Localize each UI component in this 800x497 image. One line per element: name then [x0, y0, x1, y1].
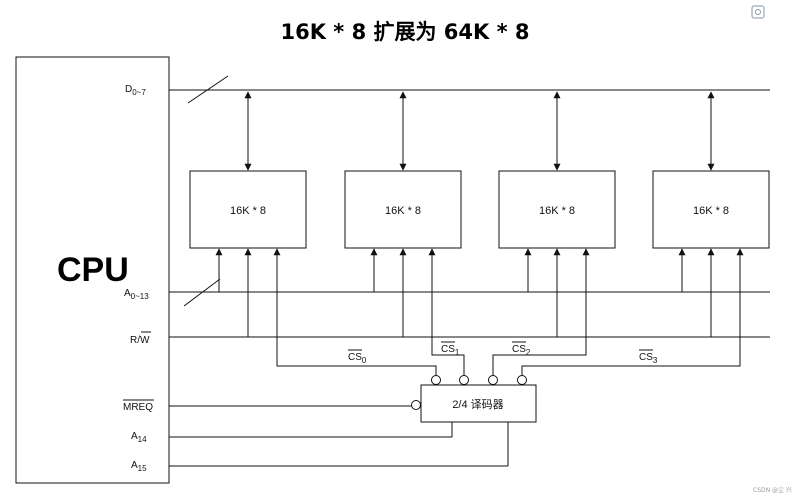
pin-data-label: D0~7 — [125, 84, 146, 97]
cs-label: CS2 — [512, 344, 531, 357]
cpu-block — [15, 56, 170, 484]
decoder-output-bubble — [517, 375, 527, 385]
zoom-icon — [751, 5, 765, 19]
address-bus-slash — [183, 278, 221, 307]
memory-chip-box — [344, 170, 462, 249]
chip-select-1: CS1 — [428, 248, 469, 385]
decoder-label: 2/4 译码器 — [452, 398, 503, 411]
memory-chip: 16K * 8 — [344, 91, 462, 337]
cs-wire — [273, 248, 437, 376]
chip-select-3: CS3 — [517, 248, 744, 385]
memory-chip-label: 16K * 8 — [693, 205, 729, 217]
cs-wire — [492, 248, 590, 376]
pin-rw-label: R/W — [130, 335, 150, 346]
memory-chip-label: 16K * 8 — [385, 205, 421, 217]
cs-wire — [521, 248, 744, 376]
pin-address-label: A0~13 — [124, 288, 149, 301]
decoder-output-bubble — [431, 375, 441, 385]
cs-label: CS1 — [441, 344, 460, 357]
chip-select-0: CS0 — [273, 248, 441, 385]
pin-mreq-label: MREQ — [123, 402, 153, 413]
pin-a15-label: A15 — [131, 460, 147, 473]
memory-chip-box — [498, 170, 616, 249]
memory-chip-box — [189, 170, 307, 249]
chip-select-2: CS2 — [488, 248, 590, 385]
memory-chip: 16K * 8 — [652, 91, 770, 337]
pin-a14-label: A14 — [131, 431, 147, 444]
memory-chip: 16K * 8 — [498, 91, 616, 337]
decoder-box — [420, 384, 537, 423]
cs-label: CS0 — [348, 352, 367, 365]
decoder-output-bubble — [488, 375, 498, 385]
cs-label: CS3 — [639, 352, 658, 365]
data-bus-slash — [187, 75, 229, 104]
watermark: CSDN @尘 兴 — [753, 486, 792, 494]
memory-chip-label: 16K * 8 — [230, 205, 266, 217]
cs-wire — [428, 248, 465, 376]
decoder-output-bubble — [459, 375, 469, 385]
memory-chip-box — [652, 170, 770, 249]
memory-chip: 16K * 8 — [189, 91, 307, 337]
diagram-title: 16K * 8 扩展为 64K * 8 — [280, 20, 529, 44]
memory-chips: 16K * 8 16K * 8 16K * 8 16K * 8 — [189, 91, 770, 337]
decoder-mreq-bubble — [411, 400, 421, 410]
memory-chip-label: 16K * 8 — [539, 205, 575, 217]
cpu-label: CPU — [57, 251, 129, 289]
